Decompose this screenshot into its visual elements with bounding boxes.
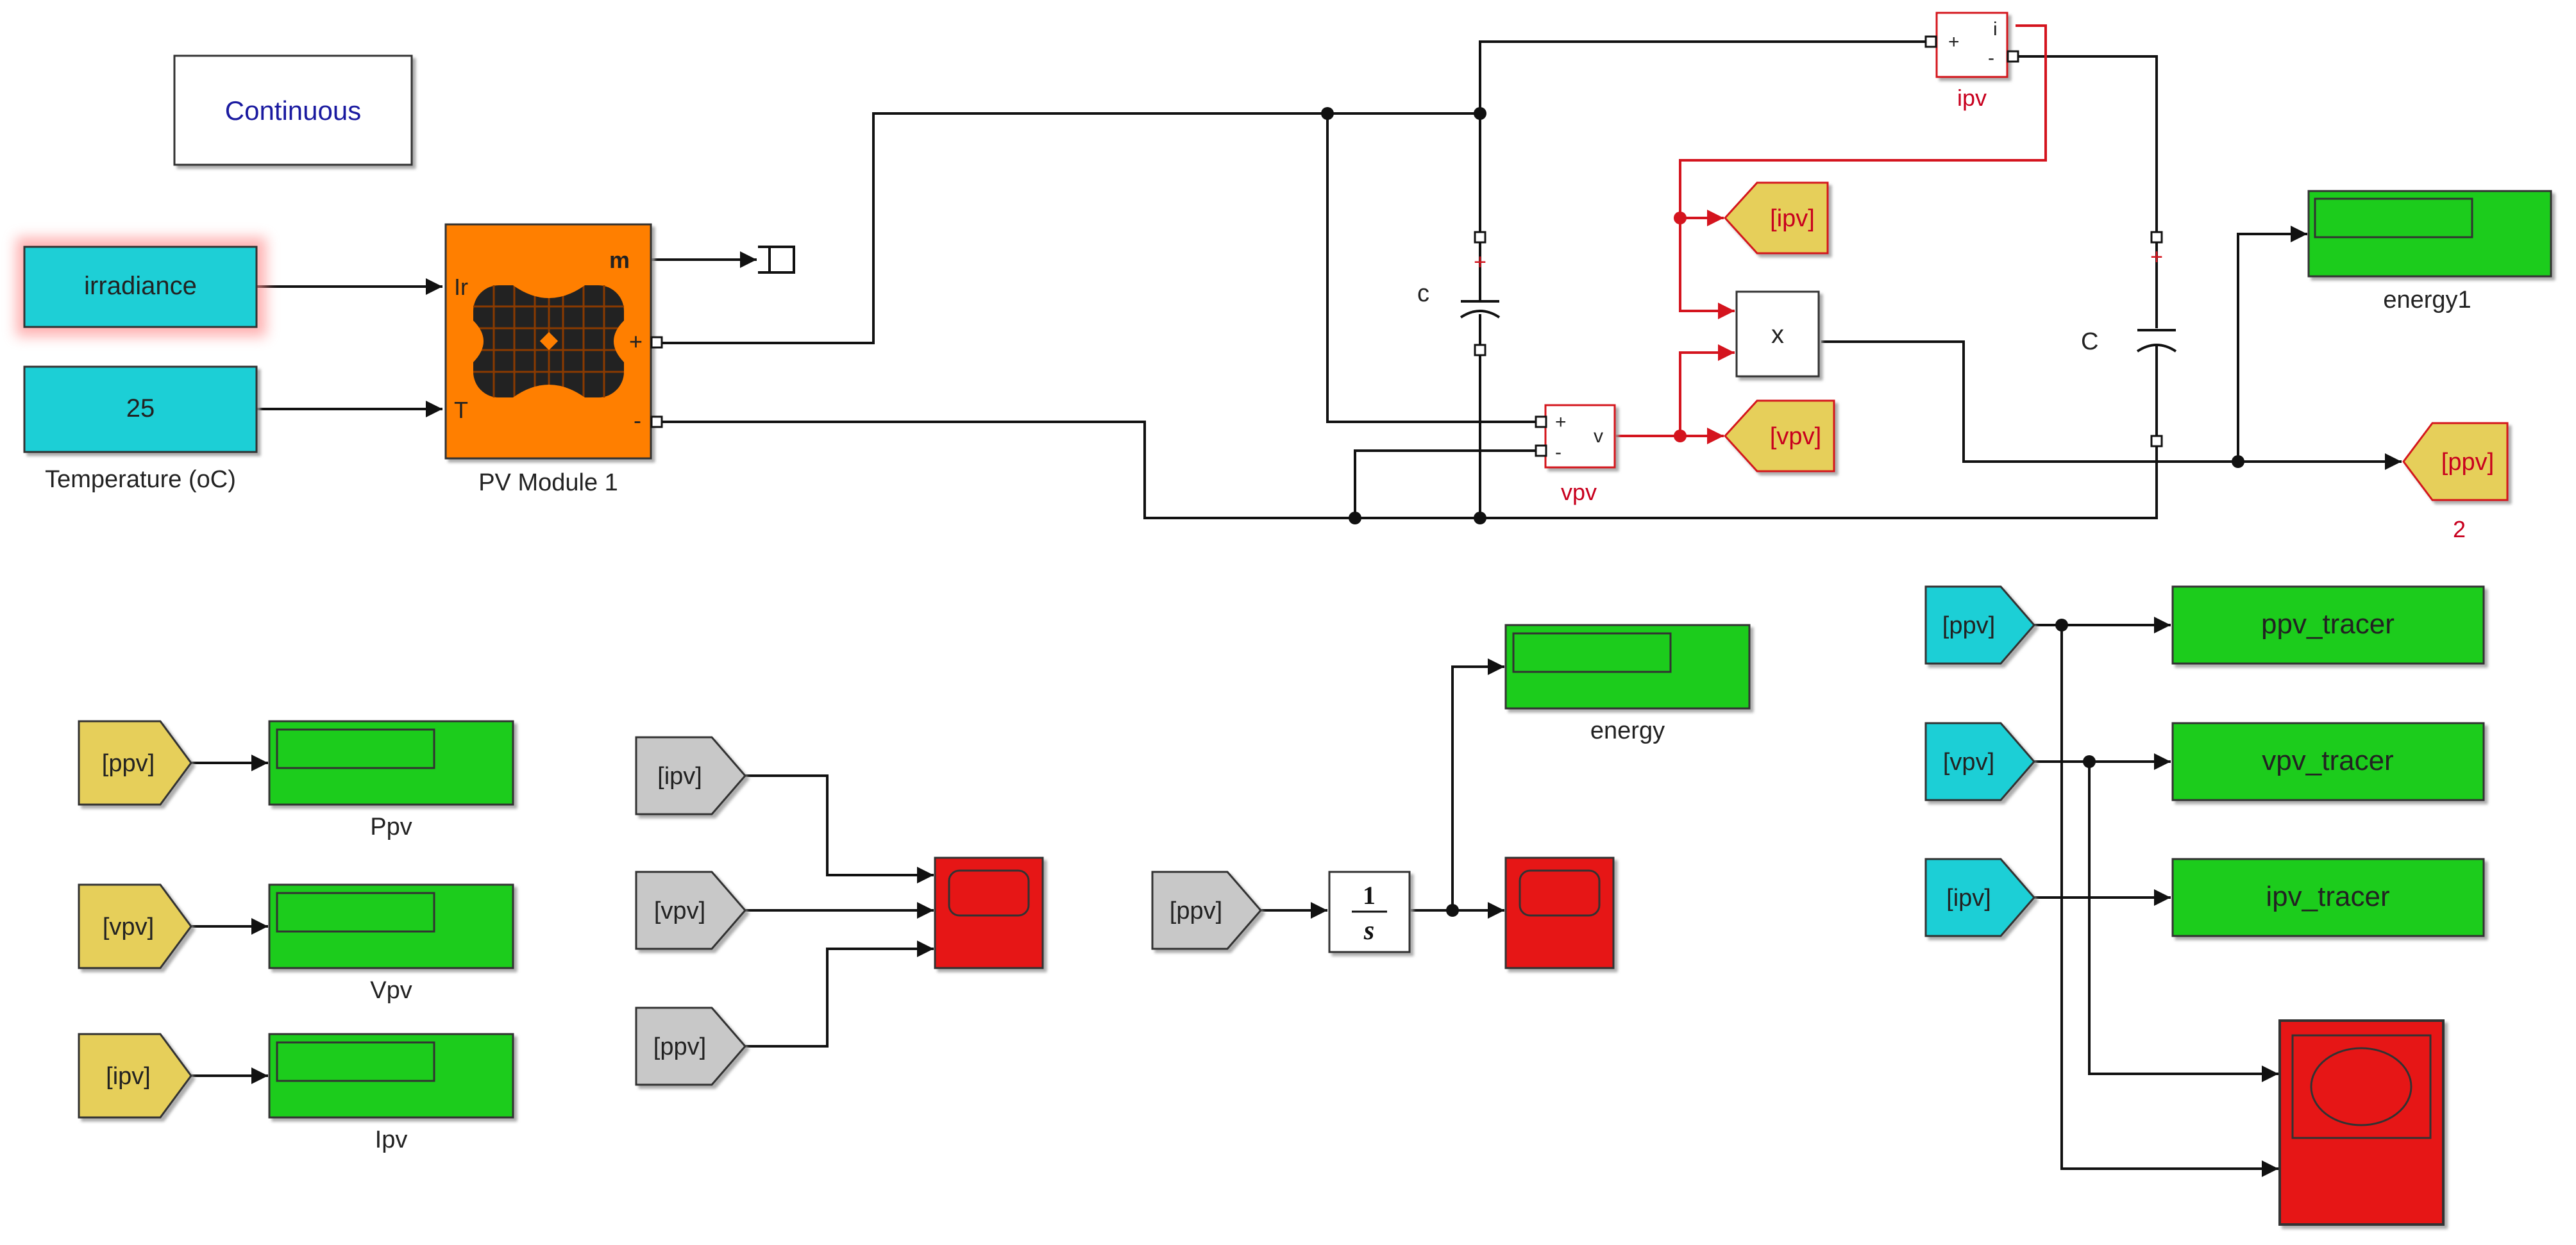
from-vpv-cyan[interactable] — [1924, 722, 2035, 801]
goto-ipv-block[interactable] — [1723, 181, 1829, 255]
capacitor-C[interactable]: + — [2136, 231, 2177, 447]
ppv-display[interactable] — [268, 720, 514, 806]
capacitor-c[interactable]: + — [1460, 231, 1501, 356]
junction-dots — [1321, 107, 2244, 917]
product-symbol: x — [1771, 321, 1784, 349]
energy1-display[interactable] — [2307, 190, 2552, 278]
wires — [189, 40, 2402, 1177]
pv-minus-terminal[interactable] — [650, 415, 663, 428]
pv-port-plus: + — [629, 328, 643, 355]
voltage-meas-plus: + — [1555, 412, 1567, 433]
from-vpv-grey-label: [vpv] — [654, 898, 705, 924]
temperature-value: 25 — [126, 394, 155, 422]
current-meas-minus: - — [1988, 47, 1994, 69]
from-ipv-grey[interactable] — [635, 736, 746, 815]
current-measurement-block[interactable] — [1935, 12, 2008, 78]
from-ipv-grey-label: [ipv] — [657, 763, 702, 790]
from-ppv-integrator-label: [ppv] — [1170, 898, 1222, 924]
from-ppv-integrator[interactable] — [1151, 871, 1262, 950]
ppv-tracer-block[interactable] — [2171, 585, 2485, 665]
vpv-display-label: Vpv — [370, 977, 412, 1004]
from-vpv-cyan-label: [vpv] — [1943, 749, 1994, 776]
xy-graph-scope[interactable] — [2278, 1019, 2445, 1226]
current-meas-out: i — [1993, 19, 1998, 40]
from-ppv-grey[interactable] — [635, 1007, 746, 1086]
svg-text:+: + — [2150, 245, 2163, 269]
energy-label: energy — [1590, 717, 1665, 744]
from-vpv-yellow[interactable] — [78, 883, 192, 969]
pv-port-m: m — [609, 247, 630, 273]
integrator-block[interactable] — [1328, 871, 1411, 953]
powergui-label: Continuous — [225, 96, 361, 126]
temperature-caption: Temperature (oC) — [45, 466, 236, 493]
ipv-tracer-label: ipv_tracer — [2266, 881, 2389, 912]
integrator-denominator: s — [1363, 916, 1374, 946]
goto-ipv-label: [ipv] — [1770, 205, 1815, 232]
voltage-meas-label: vpv — [1561, 479, 1597, 505]
current-meas-plus: + — [1948, 31, 1960, 53]
scope-2[interactable] — [1504, 856, 1615, 969]
from-ppv-yellow[interactable] — [78, 720, 192, 806]
ipv-display-label: Ipv — [375, 1126, 408, 1153]
goto-vpv-label: [vpv] — [1770, 423, 1821, 450]
red-wires — [1616, 24, 2047, 444]
pv-port-minus: - — [634, 407, 641, 433]
pv-port-t: T — [454, 397, 468, 423]
capacitor-C-label: C — [2081, 328, 2098, 355]
goto-ppv-label: [ppv] — [2441, 449, 2494, 476]
ppv-tracer-label: ppv_tracer — [2261, 608, 2395, 640]
ipv-display[interactable] — [268, 1033, 514, 1119]
vpv-tracer-block[interactable] — [2171, 722, 2485, 801]
from-ipv-yellow-label: [ipv] — [106, 1063, 151, 1090]
temperature-block[interactable] — [23, 365, 258, 453]
voltage-measurement-block[interactable] — [1544, 404, 1616, 469]
integrator-numerator: 1 — [1363, 881, 1376, 910]
from-vpv-grey[interactable] — [635, 871, 746, 950]
from-ipv-cyan[interactable] — [1924, 858, 2035, 937]
current-meas-label: ipv — [1957, 85, 1987, 111]
irradiance-label: irradiance — [84, 272, 197, 300]
from-ipv-yellow[interactable] — [78, 1033, 192, 1119]
irradiance-block[interactable] — [16, 237, 266, 337]
goto-ppv-block[interactable] — [2402, 422, 2509, 501]
product-block[interactable] — [1735, 290, 1820, 378]
from-ppv-cyan[interactable] — [1924, 585, 2035, 665]
from-ppv-cyan-label: [ppv] — [1942, 612, 1995, 639]
scope-1[interactable] — [934, 856, 1044, 969]
powergui-block[interactable] — [173, 54, 413, 166]
vpv-display[interactable] — [268, 883, 514, 969]
from-ppv-yellow-label: [ppv] — [102, 750, 155, 777]
terminator-block[interactable] — [758, 246, 795, 274]
energy1-label: energy1 — [2383, 287, 2471, 313]
goto-ppv-number: 2 — [2453, 516, 2466, 542]
svg-text:+: + — [1474, 250, 1486, 274]
pv-plus-terminal[interactable] — [650, 336, 663, 349]
solar-panel-icon — [473, 285, 624, 397]
voltage-meas-out: v — [1594, 426, 1603, 447]
ipv-tracer-block[interactable] — [2171, 858, 2485, 937]
ppv-display-label: Ppv — [370, 814, 412, 840]
vpv-tracer-label: vpv_tracer — [2262, 745, 2393, 776]
goto-vpv-block[interactable] — [1723, 399, 1835, 472]
energy-display[interactable] — [1504, 624, 1751, 710]
capacitor-c-label: c — [1417, 280, 1429, 307]
voltage-meas-minus: - — [1555, 442, 1562, 463]
pv-port-ir: Ir — [454, 274, 468, 300]
from-ppv-grey-label: [ppv] — [653, 1033, 706, 1060]
from-ipv-cyan-label: [ipv] — [1946, 885, 1991, 912]
pv-module-label: PV Module 1 — [478, 469, 618, 496]
from-vpv-yellow-label: [vpv] — [103, 914, 154, 940]
